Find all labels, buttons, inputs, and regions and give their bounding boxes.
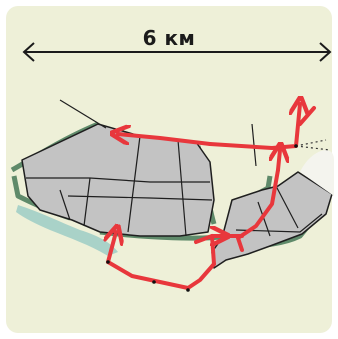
route-arrow-icon [118, 134, 212, 146]
scale-label: 6 км [142, 26, 196, 50]
scale-bar [22, 42, 332, 62]
route [108, 104, 316, 290]
land-white-patch [300, 150, 334, 196]
water-area [16, 205, 118, 256]
dotted-connector [295, 139, 331, 151]
street-network [26, 99, 323, 237]
route-nodes [106, 144, 298, 292]
